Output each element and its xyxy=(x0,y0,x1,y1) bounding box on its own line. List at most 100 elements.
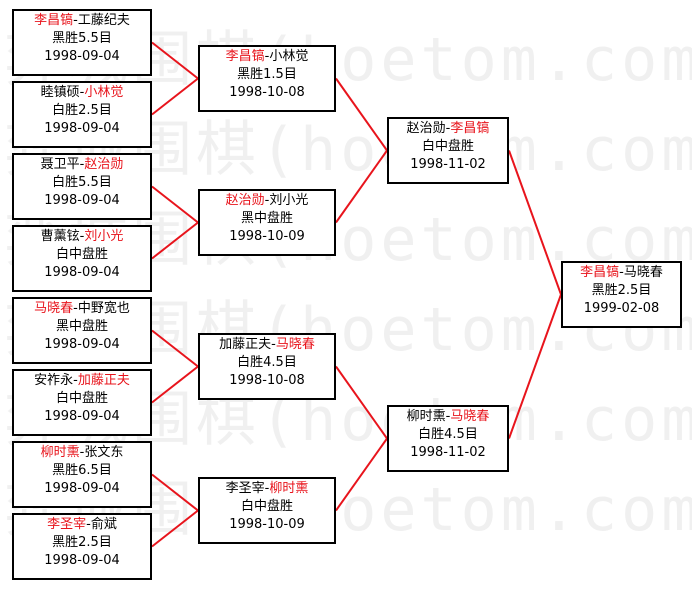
player-separator: - xyxy=(264,49,270,64)
black-player: 曹薰铉 xyxy=(40,229,80,244)
white-player: 张文东 xyxy=(84,445,124,460)
white-player: 刘小光 xyxy=(84,229,124,244)
white-player: 李昌镐 xyxy=(450,121,490,136)
connector-line xyxy=(151,473,199,512)
connector-line xyxy=(508,150,562,295)
match-date: 1998-09-04 xyxy=(44,265,120,280)
player-separator: - xyxy=(73,373,78,388)
match-date: 1998-10-08 xyxy=(229,85,305,100)
player-separator: - xyxy=(264,193,270,208)
match-players: 李昌镐-马晓春 xyxy=(563,264,680,282)
player-separator: - xyxy=(86,517,91,532)
connector-line xyxy=(151,365,199,404)
player-separator: - xyxy=(79,85,85,100)
white-player: 小林觉 xyxy=(269,49,309,64)
player-separator: - xyxy=(445,409,451,424)
black-player: 李昌镐 xyxy=(580,265,620,280)
match-result: 黑胜1.5目 xyxy=(237,67,297,82)
connector-line xyxy=(151,41,199,80)
player-separator: - xyxy=(79,229,85,244)
black-player: 聂卫平 xyxy=(40,157,80,172)
white-player: 刘小光 xyxy=(269,193,309,208)
white-player: 柳时熏 xyxy=(269,481,309,496)
match-date: 1998-10-09 xyxy=(229,229,305,244)
black-player: 李昌镐 xyxy=(34,13,74,28)
match-players: 睦镇硕-小林觉 xyxy=(14,84,150,102)
player-separator: - xyxy=(271,337,276,352)
connector-line xyxy=(151,329,199,368)
match-date: 1998-09-04 xyxy=(44,49,120,64)
match-players: 柳时熏-张文东 xyxy=(14,444,150,462)
connector-line xyxy=(335,149,388,224)
match-players: 柳时熏-马晓春 xyxy=(389,408,507,426)
connector-line xyxy=(151,185,199,224)
player-separator: - xyxy=(619,265,624,280)
black-player: 赵治勋 xyxy=(406,121,446,136)
player-separator: - xyxy=(79,445,85,460)
match-date: 1998-10-09 xyxy=(229,517,305,532)
match-date: 1998-09-04 xyxy=(44,481,120,496)
white-player: 加藤正夫 xyxy=(77,373,130,388)
match-players: 马晓春-中野宽也 xyxy=(14,300,150,318)
black-player: 赵治勋 xyxy=(225,193,265,208)
match-result: 黑中盘胜 xyxy=(240,211,293,226)
round1-match-4: 曹薰铉-刘小光白中盘胜 1998-09-04 xyxy=(12,225,152,292)
match-players: 赵治勋-李昌镐 xyxy=(389,120,507,138)
black-player: 马晓春 xyxy=(34,301,74,316)
match-date: 1998-11-02 xyxy=(410,445,486,460)
match-result: 黑胜5.5目 xyxy=(52,31,112,46)
match-players: 李昌镐-工藤纪夫 xyxy=(14,12,150,30)
player-separator: - xyxy=(73,301,78,316)
match-result: 白胜4.5目 xyxy=(237,355,297,370)
white-player: 马晓春 xyxy=(275,337,315,352)
black-player: 柳时熏 xyxy=(406,409,446,424)
match-players: 赵治勋-刘小光 xyxy=(200,192,334,210)
white-player: 赵治勋 xyxy=(84,157,124,172)
match-result: 白中盘胜 xyxy=(240,499,293,514)
match-result: 黑胜2.5目 xyxy=(52,535,112,550)
connector-line xyxy=(151,509,199,548)
player-separator: - xyxy=(73,13,78,28)
black-player: 安祚永 xyxy=(34,373,74,388)
player-separator: - xyxy=(445,121,451,136)
white-player: 马晓春 xyxy=(450,409,490,424)
connector-line xyxy=(335,365,388,440)
connector-line xyxy=(335,77,388,152)
match-result: 白中盘胜 xyxy=(55,247,108,262)
player-separator: - xyxy=(264,481,270,496)
connector-line xyxy=(151,221,199,260)
match-result: 黑胜6.5目 xyxy=(52,463,112,478)
white-player: 工藤纪夫 xyxy=(77,13,130,28)
match-date: 1998-09-04 xyxy=(44,193,120,208)
match-players: 李圣宰-俞斌 xyxy=(14,516,150,534)
match-result: 黑胜2.5目 xyxy=(591,283,652,298)
connector-line xyxy=(151,77,199,116)
black-player: 李圣宰 xyxy=(225,481,265,496)
match-players: 安祚永-加藤正夫 xyxy=(14,372,150,390)
white-player: 俞斌 xyxy=(90,517,117,532)
match-date: 1998-11-02 xyxy=(410,157,486,172)
black-player: 李昌镐 xyxy=(225,49,265,64)
white-player: 小林觉 xyxy=(84,85,124,100)
match-result: 白胜4.5目 xyxy=(418,427,478,442)
match-players: 李昌镐-小林觉 xyxy=(200,48,334,66)
black-player: 柳时熏 xyxy=(40,445,80,460)
match-players: 聂卫平-赵治勋 xyxy=(14,156,150,174)
match-players: 李圣宰-柳时熏 xyxy=(200,480,334,498)
black-player: 李圣宰 xyxy=(47,517,87,532)
white-player: 马晓春 xyxy=(623,265,663,280)
match-date: 1998-09-04 xyxy=(44,337,120,352)
